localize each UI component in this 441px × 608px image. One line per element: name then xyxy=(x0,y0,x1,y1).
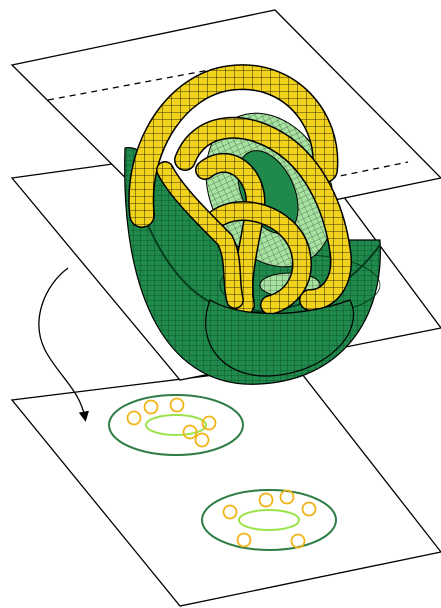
bottom-plane xyxy=(12,365,441,606)
